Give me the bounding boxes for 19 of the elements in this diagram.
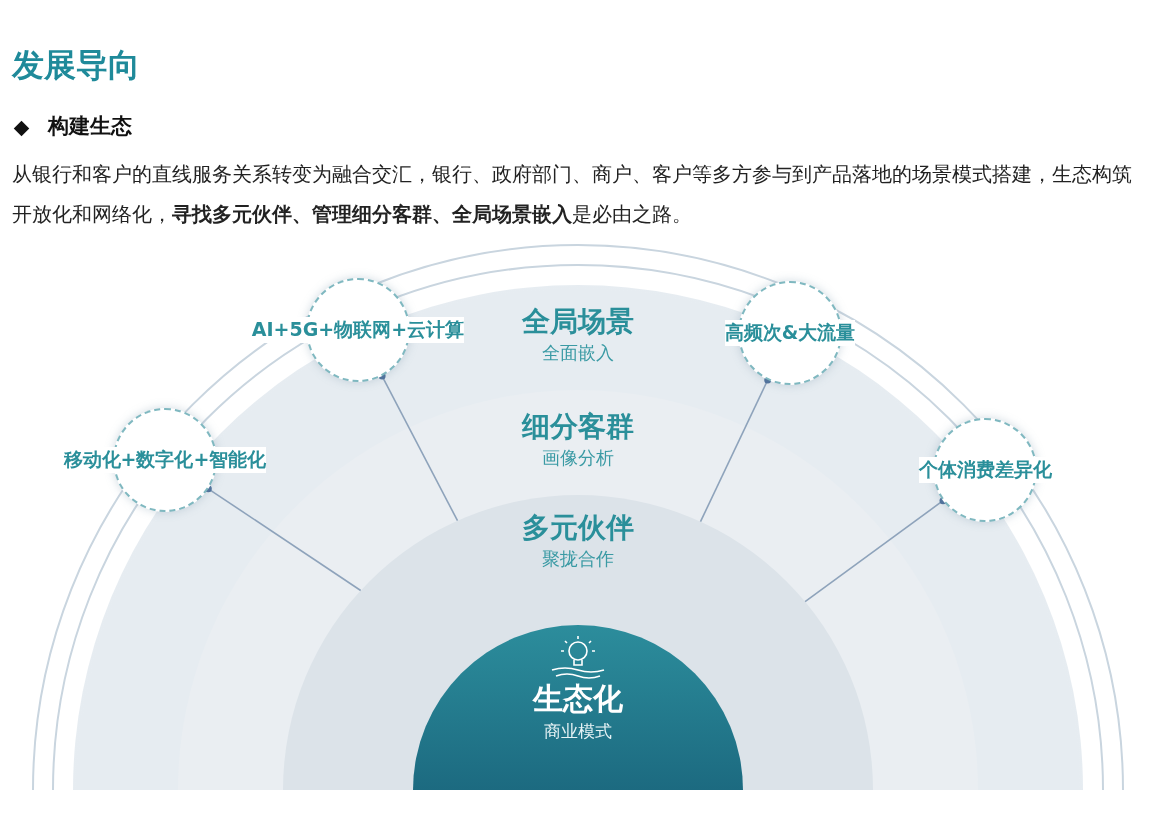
circle-label: 高频次&大流量 — [724, 320, 856, 346]
band-title: 全局场景 — [522, 304, 634, 340]
band-subtitle: 聚拢合作 — [542, 547, 614, 571]
band-title: 多元伙伴 — [522, 510, 634, 546]
band-subtitle: 画像分析 — [542, 446, 614, 470]
leader-line — [699, 376, 772, 523]
band-title: 生态化 — [533, 680, 623, 718]
band-subtitle: 商业模式 — [544, 720, 612, 743]
circle-label: 移动化+数字化+智能化 — [63, 447, 267, 473]
band-subtitle: 全面嵌入 — [542, 341, 614, 365]
leader-line — [804, 497, 947, 603]
page-title: 发展导向 — [12, 45, 140, 86]
body-paragraph: 从银行和客户的直线服务关系转变为融合交汇，银行、政府部门、商户、客户等多方参与到产品落地的场景模式搭建，生态构筑开放化和网络化，寻找多元伙伴、管理细分客群、全局场景嵌入是必由之路。 — [12, 161, 1133, 228]
section-heading: 构建生态 — [48, 113, 132, 140]
leader-line — [204, 485, 362, 592]
circle-label: 个体消费差异化 — [918, 457, 1052, 483]
band-title: 细分客群 — [522, 409, 634, 445]
circle-label: AI+5G+物联网+云计算 — [251, 317, 465, 343]
leader-line — [378, 372, 459, 522]
